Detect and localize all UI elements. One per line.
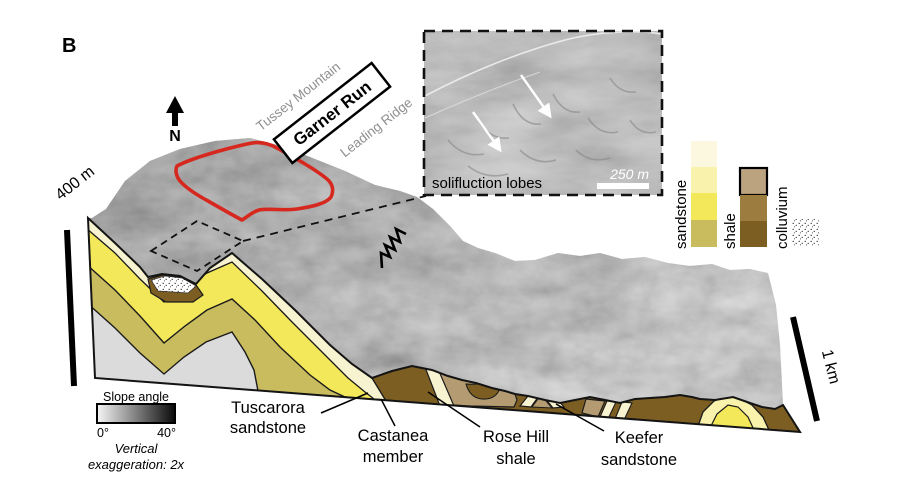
colluvium-legend-label: colluvium: [774, 186, 791, 249]
inset-road-line-2: [424, 71, 541, 119]
keefer-label-line2: sandstone: [601, 451, 677, 469]
inset-scale-bar: [597, 183, 649, 189]
vertical-exaggeration-line2: exaggeration: 2x: [88, 457, 185, 472]
band-tan-core-arch: [531, 394, 554, 409]
shale-swatch-1: [738, 166, 769, 197]
terrain-hillshade: [88, 138, 783, 409]
castanea-leader: [380, 398, 396, 427]
solifluction-inset: solifluction lobes 250 m: [422, 29, 664, 197]
watershed-outline: [174, 140, 335, 222]
vertical-scale-label: 400 m: [52, 163, 98, 204]
tuscarora-leader: [320, 392, 369, 414]
inset-leader-dashed: [242, 195, 427, 242]
shale-swatch-3: [740, 221, 767, 247]
inset-arrow-right: [520, 74, 552, 119]
inset-border: [422, 29, 664, 197]
lithology-legend: sandstone shale colluvium: [673, 141, 819, 249]
keefer-label-line1: Keefer: [615, 429, 664, 447]
tuscarora-label-line2: sandstone: [230, 419, 306, 437]
horizontal-scale-label: 1 km: [818, 348, 843, 386]
north-label: N: [169, 128, 181, 145]
sandstone-swatch-3: [691, 193, 717, 220]
vertical-scale-bar: [64, 229, 77, 387]
rose-hill-label-line1: Rose Hill: [483, 428, 549, 446]
north-arrow-icon: [166, 96, 184, 113]
slope-legend-title: Slope angle: [103, 390, 169, 404]
face-outline: [86, 215, 802, 434]
sandstone-swatch-4: [691, 220, 717, 247]
horizontal-scale-bar: [790, 316, 820, 422]
zigzag-marker: [379, 226, 407, 269]
inset-source-box: [149, 219, 245, 273]
sandstone-swatch-1: [691, 141, 717, 167]
sandstone-swatch-2: [691, 167, 717, 193]
colluvium-stipple-patch: [150, 275, 197, 294]
vertical-exaggeration-line1: Vertical: [115, 441, 159, 456]
castanea-label-line2: member: [363, 448, 424, 466]
slope-gradient-bar: [96, 403, 176, 424]
slope-max-label: 40°: [157, 426, 176, 440]
shale-legend-label: shale: [722, 213, 739, 249]
terrain-noise-fine: [88, 138, 783, 409]
sandstone-legend-label: sandstone: [673, 180, 690, 249]
rose-hill-leader: [427, 391, 481, 428]
keefer-leader: [555, 403, 605, 432]
north-arrow: N: [166, 96, 184, 145]
colluvium-swatch: [791, 219, 819, 246]
castanea-label-line1: Castanea: [358, 427, 429, 445]
inset-arrow-left: [472, 111, 502, 153]
inset-scale-label: 250 m: [609, 166, 649, 182]
rose-hill-label-line2: shale: [496, 450, 535, 468]
slope-legend: Slope angle 0° 40° Vertical exaggeration…: [88, 390, 185, 472]
panel-label: B: [62, 35, 76, 57]
slope-min-label: 0°: [97, 426, 109, 440]
inset-lobe-curves: [447, 77, 657, 177]
tuscarora-label-line1: Tuscarora: [231, 399, 305, 417]
shale-swatch-2: [740, 195, 767, 221]
inset-caption: solifluction lobes: [432, 175, 542, 192]
formation-labels: Tuscarora sandstone Castanea member Rose…: [230, 391, 677, 469]
